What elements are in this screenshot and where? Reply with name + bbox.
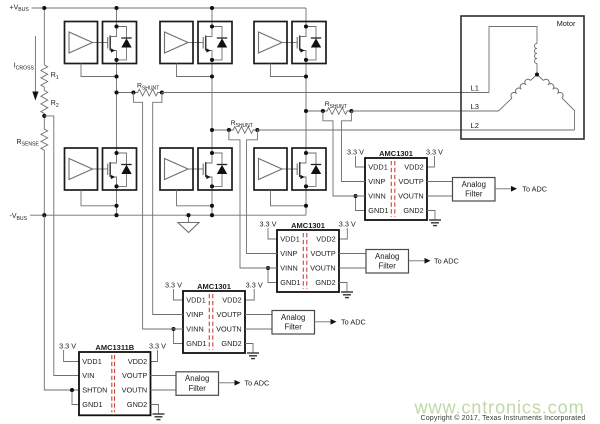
svg-text:GND1: GND1 [368,206,388,215]
svg-text:3.3 V: 3.3 V [426,147,443,156]
svg-text:VOUTP: VOUTP [311,249,336,258]
svg-text:Analog: Analog [185,374,209,383]
svg-text:VOUTN: VOUTN [310,264,336,273]
svg-text:GND2: GND2 [403,206,423,215]
svg-text:Copyright © 2017, Texas Instru: Copyright © 2017, Texas Instruments Inco… [421,414,586,422]
svg-text:VDD1: VDD1 [186,296,205,305]
svg-text:3.3 V: 3.3 V [165,280,182,289]
svg-text:3.3 V: 3.3 V [259,219,276,228]
svg-text:RSHUNT: RSHUNT [137,83,159,92]
svg-text:GND2: GND2 [127,400,147,409]
svg-text:RSENSE: RSENSE [17,139,40,148]
svg-text:GND2: GND2 [315,278,335,287]
svg-text:To ADC: To ADC [522,184,547,193]
svg-text:VINN: VINN [368,192,385,201]
svg-text:VINP: VINP [186,310,203,319]
svg-text:GND1: GND1 [82,400,102,409]
svg-text:VDD2: VDD2 [404,163,423,172]
svg-text:R2: R2 [51,100,59,109]
svg-text:L1: L1 [471,83,479,92]
svg-text:VINN: VINN [186,325,203,334]
svg-text:VIN: VIN [82,371,94,380]
svg-text:VDD1: VDD1 [82,357,101,366]
svg-text:VINP: VINP [368,177,385,186]
svg-text:AMC1311B: AMC1311B [95,343,134,352]
svg-text:AMC1301: AMC1301 [379,149,413,158]
svg-text:L3: L3 [471,102,479,111]
svg-text:To ADC: To ADC [245,378,270,387]
svg-text:VOUTP: VOUTP [399,177,424,186]
svg-text:VINP: VINP [280,249,297,258]
svg-text:3.3 V: 3.3 V [246,280,263,289]
svg-text:To ADC: To ADC [434,256,459,265]
svg-text:AMC1301: AMC1301 [197,282,231,291]
svg-text:GND2: GND2 [221,339,241,348]
svg-text:Filter: Filter [189,384,207,393]
svg-text:VDD2: VDD2 [316,235,335,244]
svg-text:Analog: Analog [375,252,399,261]
svg-text:To ADC: To ADC [341,317,366,326]
svg-text:VOUTN: VOUTN [398,192,424,201]
svg-text:3.3 V: 3.3 V [347,147,364,156]
svg-text:R1: R1 [51,72,59,81]
svg-text:VDD1: VDD1 [280,235,299,244]
svg-text:VDD2: VDD2 [128,357,147,366]
svg-text:RSHUNT: RSHUNT [231,120,253,129]
svg-text:3.3 V: 3.3 V [149,341,166,350]
svg-text:Filter: Filter [285,323,303,332]
svg-text:VOUTN: VOUTN [122,386,148,395]
svg-text:VOUTP: VOUTP [122,371,147,380]
svg-text:VDD1: VDD1 [368,163,387,172]
svg-text:-VBUS: -VBUS [10,213,28,222]
svg-text:www.cntronics.com: www.cntronics.com [414,398,585,418]
svg-text:GND1: GND1 [186,339,206,348]
svg-text:Filter: Filter [465,190,483,199]
svg-text:VOUTP: VOUTP [217,310,242,319]
svg-text:GND1: GND1 [280,278,300,287]
svg-text:Analog: Analog [281,313,305,322]
svg-text:ICROSS: ICROSS [14,63,35,72]
svg-text:VOUTN: VOUTN [216,325,242,334]
svg-text:VDD2: VDD2 [222,296,241,305]
svg-text:Analog: Analog [462,180,486,189]
svg-text:Filter: Filter [379,262,397,271]
svg-text:Motor: Motor [557,19,576,28]
svg-text:L2: L2 [471,121,479,130]
svg-text:RSHUNT: RSHUNT [325,101,347,110]
svg-text:3.3 V: 3.3 V [339,219,356,228]
svg-text:SHTDN: SHTDN [82,386,107,395]
svg-text:+VBUS: +VBUS [10,4,30,13]
svg-text:3.3 V: 3.3 V [59,341,76,350]
svg-text:AMC1301: AMC1301 [291,221,325,230]
svg-text:VINN: VINN [280,264,297,273]
